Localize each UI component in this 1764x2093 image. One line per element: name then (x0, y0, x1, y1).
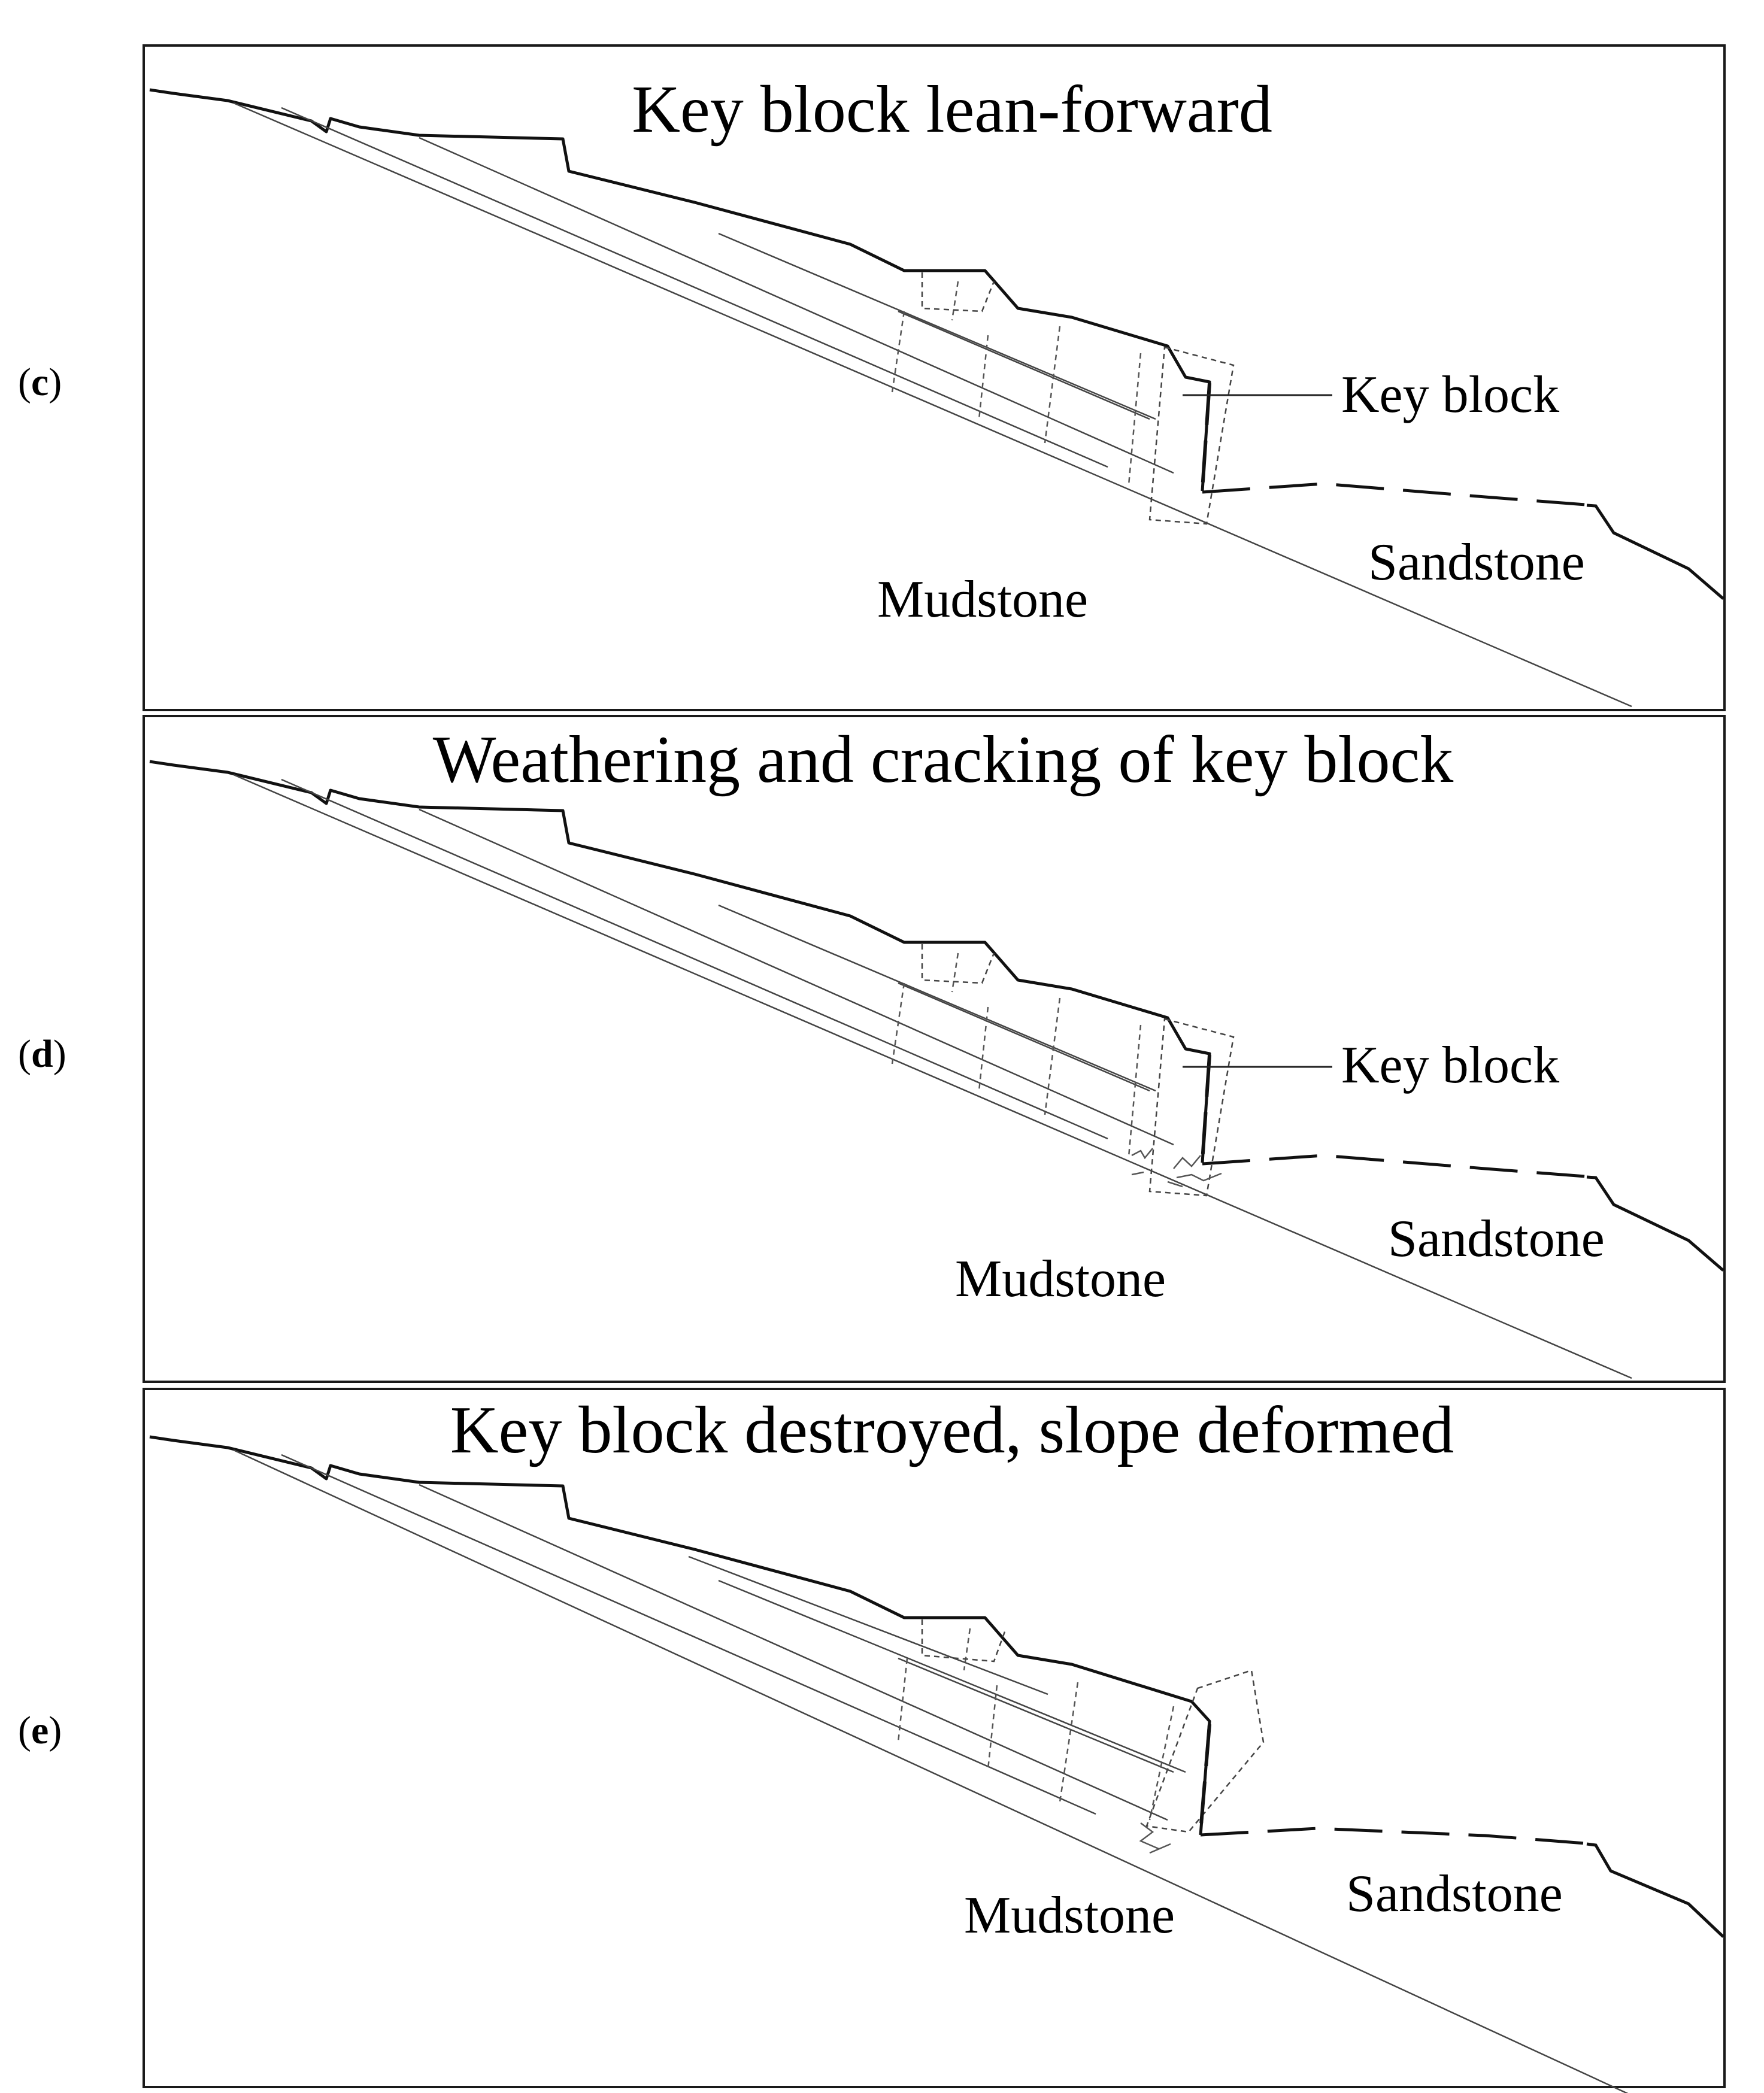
panel-c-title: Key block lean-forward (632, 72, 1272, 147)
panel-e-label: (e) (18, 1709, 62, 1752)
key-block-label: Key block (1341, 1036, 1559, 1094)
sandstone-slope (1586, 503, 1724, 600)
bedding-plane (898, 1657, 1174, 1773)
key-block (1148, 346, 1235, 525)
mudstone-label: Mudstone (955, 1250, 1166, 1308)
bedding-plane (281, 778, 1108, 1140)
panel-c-label: (c) (18, 360, 62, 404)
collapse-debris (1139, 1822, 1171, 1854)
joint (897, 1658, 908, 1743)
bedding-plane (718, 232, 1156, 420)
sandstone-surface (1202, 482, 1593, 507)
bedding-plane-base (233, 774, 1632, 1379)
sandstone-slope (1586, 1842, 1724, 1938)
panel-d-title: Weathering and cracking of key block (433, 723, 1454, 797)
key-block-face (1201, 1054, 1211, 1162)
joint (1059, 1682, 1079, 1803)
weathering-cracks (1131, 1148, 1222, 1188)
joint (1127, 1024, 1142, 1157)
key-block-face (1201, 383, 1211, 490)
bedding-plane (419, 1484, 1168, 1821)
mudstone-label: Mudstone (877, 571, 1088, 629)
block-outline (921, 1619, 1007, 1663)
bedding-plane (898, 310, 1150, 420)
key-block-face (1199, 1724, 1211, 1833)
sandstone-label: Sandstone (1368, 533, 1585, 592)
bedding-plane (718, 1579, 1186, 1773)
sandstone-label: Sandstone (1388, 1210, 1605, 1268)
key-block-label: Key block (1341, 366, 1559, 424)
joint (891, 982, 905, 1064)
bedding-plane (688, 1555, 1048, 1695)
joint (891, 311, 905, 393)
mudstone-label: Mudstone (964, 1886, 1175, 1945)
panel-d-frame (143, 715, 1726, 1383)
panel-e-frame (143, 1388, 1726, 2088)
joint (1044, 326, 1061, 444)
bedding-plane (898, 982, 1150, 1092)
joint (1044, 997, 1061, 1115)
joint (1127, 353, 1142, 486)
panel-d: (d) Weathering and cracking of key block… (18, 715, 1726, 1383)
panel-e: (e) Key block destroyed, slope deformed … (18, 1388, 1726, 2093)
joint (1148, 1706, 1175, 1821)
panel-e-title: Key block destroyed, slope deformed (450, 1393, 1454, 1467)
panel-e-slope (149, 1435, 1724, 2093)
ground-surface (149, 88, 1211, 492)
sandstone-slope (1586, 1175, 1724, 1272)
bedding-plane (718, 904, 1156, 1092)
sandstone-surface (1200, 1827, 1593, 1846)
key-block (1148, 1018, 1235, 1197)
bedding-plane (281, 107, 1108, 468)
panel-c-frame (143, 44, 1726, 711)
bedding-plane-base (233, 102, 1632, 708)
panel-d-label: (d) (18, 1032, 66, 1076)
joint (987, 1685, 998, 1770)
joint (951, 953, 959, 993)
bedding-plane-base (233, 1449, 1629, 2093)
joint (978, 335, 989, 420)
bedding-plane (281, 1454, 1096, 1815)
sandstone-surface (1202, 1154, 1593, 1179)
joint (978, 1006, 989, 1091)
sandstone-label: Sandstone (1346, 1865, 1563, 1923)
panel-d-slope (149, 760, 1724, 1379)
joint (951, 281, 959, 321)
panel-c-slope (149, 88, 1724, 708)
joint (963, 1628, 971, 1671)
panel-c: (c) Key block lean-forward (18, 44, 1726, 711)
ground-surface (149, 760, 1211, 1163)
